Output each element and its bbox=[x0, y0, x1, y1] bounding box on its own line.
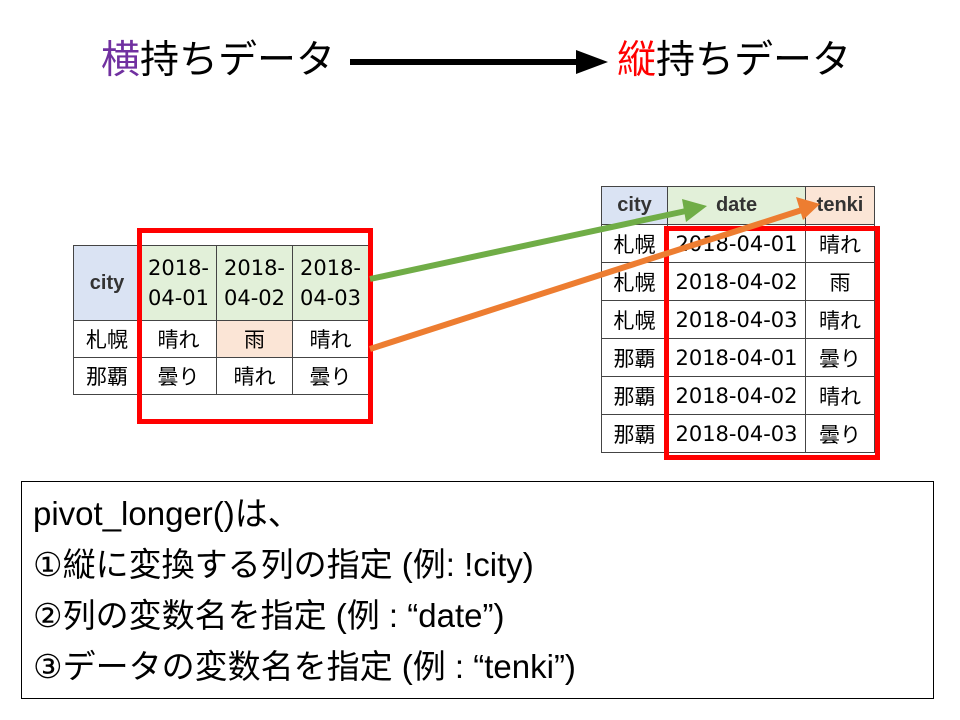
wide-table: city 2018- 04-01 2018- 04-02 2018- 04-03… bbox=[73, 245, 369, 395]
long-values-highlight bbox=[664, 226, 880, 460]
title-arrow bbox=[350, 50, 608, 74]
title-long-kanji: 縦 bbox=[617, 38, 657, 83]
long-cell-city: 那覇 bbox=[601, 338, 668, 377]
table-row: 那覇 2018-04-02 晴れ bbox=[601, 376, 875, 415]
table-row: 那覇 2018-04-03 曇り bbox=[601, 414, 875, 453]
wide-header-date-3: 2018- 04-03 bbox=[299, 256, 362, 310]
long-cell-city: 那覇 bbox=[601, 376, 668, 415]
wide-values-highlight bbox=[137, 228, 373, 424]
wide-cell-city: 那覇 bbox=[73, 357, 141, 395]
table-row: 札幌 2018-04-02 雨 bbox=[601, 262, 875, 301]
title-wide-kanji: 横 bbox=[101, 38, 141, 83]
long-cell-tenki: 曇り bbox=[805, 338, 875, 377]
wide-header-date: 2018- 04-02 bbox=[216, 245, 293, 321]
wide-cell-weather: 晴れ bbox=[140, 320, 217, 358]
title-long-data: 縦持ちデータ bbox=[617, 38, 851, 84]
date-mapping-arrow bbox=[369, 199, 707, 282]
wide-header-date-2: 2018- 04-02 bbox=[223, 256, 286, 310]
note-line: ③データの変数名を指定 (例 : “tenki”) bbox=[33, 648, 576, 685]
wide-header-date: 2018- 04-01 bbox=[140, 245, 217, 321]
note-line: ②列の変数名を指定 (例 : “date”) bbox=[33, 597, 505, 634]
wide-cell-weather: 晴れ bbox=[216, 357, 293, 395]
note-line: ①縦に変換する列の指定 (例: !city) bbox=[33, 546, 534, 583]
long-cell-tenki: 晴れ bbox=[805, 300, 875, 339]
long-cell-tenki: 曇り bbox=[805, 414, 875, 453]
long-cell-date: 2018-04-01 bbox=[667, 338, 806, 377]
wide-cell-weather: 雨 bbox=[216, 320, 293, 358]
note-line: pivot_longer()は、 bbox=[33, 495, 301, 532]
table-row: 札幌 2018-04-03 晴れ bbox=[601, 300, 875, 339]
table-row: 那覇 2018-04-01 曇り bbox=[601, 338, 875, 377]
wide-table-header-row: city 2018- 04-01 2018- 04-02 2018- 04-03 bbox=[73, 245, 369, 321]
long-cell-city: 那覇 bbox=[601, 414, 668, 453]
title-long-text: 持ちデータ bbox=[656, 38, 852, 83]
wide-cell-weather: 曇り bbox=[140, 357, 217, 395]
title-wide-text: 持ちデータ bbox=[140, 38, 336, 83]
long-table-header-row: city date tenki bbox=[601, 186, 875, 225]
long-cell-date: 2018-04-02 bbox=[667, 262, 806, 301]
wide-cell-city: 札幌 bbox=[73, 320, 141, 358]
long-cell-date: 2018-04-03 bbox=[667, 414, 806, 453]
wide-header-date-1: 2018- 04-01 bbox=[147, 256, 210, 310]
long-cell-tenki: 雨 bbox=[805, 262, 875, 301]
long-table: city date tenki 札幌 2018-04-01 晴れ 札幌 2018… bbox=[601, 186, 875, 453]
long-cell-date: 2018-04-02 bbox=[667, 376, 806, 415]
wide-header-date: 2018- 04-03 bbox=[292, 245, 369, 321]
long-cell-city: 札幌 bbox=[601, 300, 668, 339]
long-cell-date: 2018-04-03 bbox=[667, 300, 806, 339]
explanation-box: pivot_longer()は、 ①縦に変換する列の指定 (例: !city) … bbox=[21, 481, 934, 699]
long-cell-tenki: 晴れ bbox=[805, 376, 875, 415]
title-wide-data: 横持ちデータ bbox=[101, 38, 335, 84]
wide-cell-weather: 曇り bbox=[292, 357, 369, 395]
tenki-mapping-arrow bbox=[369, 197, 820, 352]
table-row: 那覇 曇り 晴れ 曇り bbox=[73, 357, 369, 395]
